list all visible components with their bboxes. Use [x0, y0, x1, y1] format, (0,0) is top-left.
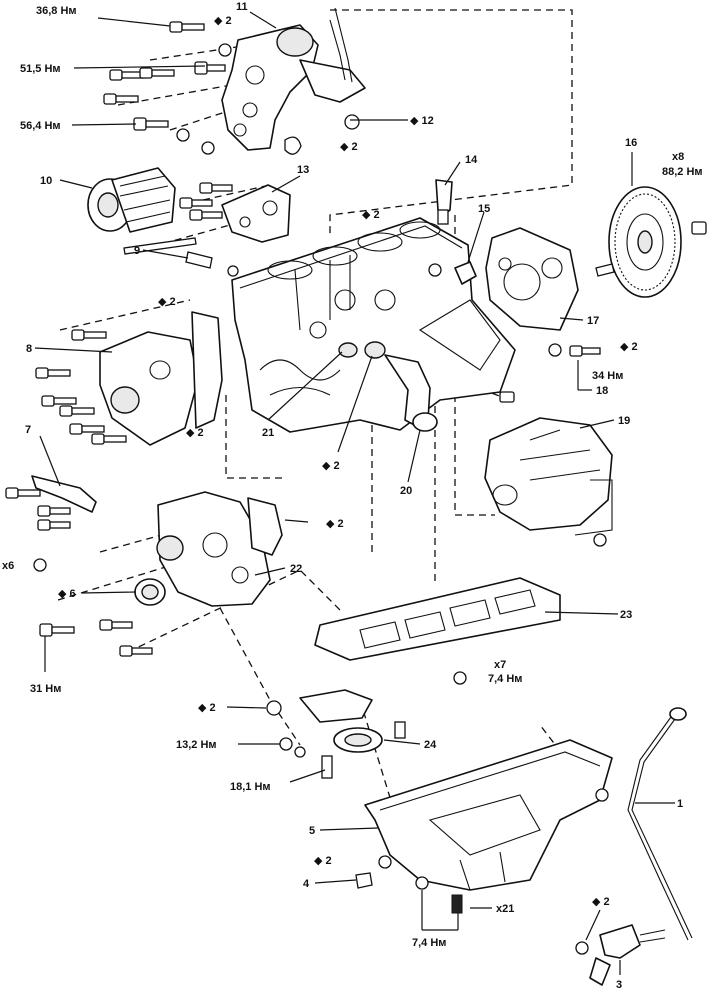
replace-mark-2: ◆ 2 — [620, 341, 638, 353]
oil-pump-bolts — [39, 619, 153, 657]
alternator-part-10 — [87, 167, 176, 233]
torque-label-7-4-gasket: 7,4 Нм — [488, 673, 522, 685]
part-number-labels: 1 3 4 5 7 8 9 10 11 13 14 15 16 17 18 19… — [25, 1, 683, 991]
label-part-14: 14 — [465, 154, 478, 166]
alternator-bracket-part-13 — [123, 182, 291, 277]
quantity-label-x21: x21 — [496, 903, 514, 915]
label-part-13: 13 — [297, 164, 309, 176]
oil-pan-gasket-part-23 — [314, 577, 561, 685]
quantity-label-x7: x7 — [494, 659, 506, 671]
oil-pump-part-22 — [156, 491, 283, 607]
replace-mark-2: ◆ 2 — [186, 427, 204, 439]
rear-end-plate-part-17 — [485, 227, 579, 331]
oil-seal-part-6 — [134, 578, 166, 606]
oil-level-sensor-part-3 — [575, 924, 666, 986]
label-part-21: 21 — [262, 427, 274, 439]
replace-mark-2: ◆ 2 — [214, 15, 232, 27]
label-part-23: 23 — [620, 609, 632, 621]
replace-mark-2: ◆ 2 — [362, 209, 380, 221]
label-part-3: 3 — [616, 979, 622, 991]
label-part-10: 10 — [40, 175, 52, 187]
flywheel-part-16 — [595, 186, 707, 298]
label-part-18: 18 — [596, 385, 608, 397]
bolt-part-18 — [548, 343, 601, 357]
bracket-oil-filter-part-11 — [221, 7, 366, 151]
torque-label-88-2: 88,2 Нм — [662, 166, 703, 178]
torque-label-56-4: 56,4 Нм — [20, 120, 61, 132]
cylinder-block — [231, 217, 516, 433]
replace-mark-12: ◆ 12 — [410, 115, 434, 127]
leader-lines — [34, 11, 675, 975]
water-pump-part-8 — [99, 311, 223, 446]
label-part-22: 22 — [290, 563, 302, 575]
torque-label-31: 31 Нм — [30, 683, 61, 695]
torque-label-18-1: 18,1 Нм — [230, 781, 271, 793]
torque-label-7-4-pan: 7,4 Нм — [412, 937, 446, 949]
label-part-1: 1 — [677, 798, 683, 810]
label-part-4: 4 — [303, 878, 310, 890]
label-part-8: 8 — [26, 343, 32, 355]
dipstick-part-1 — [627, 707, 693, 941]
injection-pump-part-19 — [484, 391, 613, 547]
replace-mark-2: ◆ 2 — [322, 460, 340, 472]
label-part-5: 5 — [309, 825, 315, 837]
replace-mark-2: ◆ 2 — [314, 855, 332, 867]
replace-mark-2: ◆ 2 — [158, 296, 176, 308]
label-part-20: 20 — [400, 485, 412, 497]
torque-label-36-8: 36,8 Нм — [36, 5, 77, 17]
sensor-part-15 — [428, 261, 477, 285]
label-part-9: 9 — [134, 245, 140, 257]
replace-marks: ◆ 2 ◆ 12 ◆ 2 ◆ 2 ◆ 2 ◆ 2 ◆ 2 ◆ 2 ◆ 2 ◆ 6… — [58, 15, 638, 908]
replace-mark-2: ◆ 2 — [198, 702, 216, 714]
water-pump-bolts — [35, 329, 127, 445]
bracket-part-7 — [5, 475, 97, 572]
replace-mark-2: ◆ 2 — [340, 141, 358, 153]
label-part-24: 24 — [424, 739, 437, 751]
replace-mark-2: ◆ 2 — [592, 896, 610, 908]
label-part-16: 16 — [625, 137, 637, 149]
sensor-part-14 — [435, 179, 453, 225]
quantity-label-x6: x6 — [2, 560, 14, 572]
replace-mark-2: ◆ 2 — [326, 518, 344, 530]
label-part-17: 17 — [587, 315, 599, 327]
torque-label-34: 34 Нм — [592, 370, 623, 382]
torque-labels: 36,8 Нм 51,5 Нм 56,4 Нм x8 88,2 Нм 34 Нм… — [2, 5, 703, 949]
torque-label-51-5: 51,5 Нм — [20, 63, 61, 75]
label-part-19: 19 — [618, 415, 630, 427]
label-part-7: 7 — [25, 424, 31, 436]
oil-pan-part-5 — [355, 739, 613, 914]
replace-mark-6: ◆ 6 — [58, 588, 76, 600]
label-part-15: 15 — [478, 203, 490, 215]
label-part-11: 11 — [236, 1, 248, 13]
water-inlet-pipe-part-20 — [384, 354, 438, 432]
upper-left-bolts — [103, 21, 360, 155]
torque-label-13-2: 13,2 Нм — [176, 739, 217, 751]
oil-strainer-part-24 — [266, 689, 406, 779]
quantity-label-x8: x8 — [672, 151, 684, 163]
